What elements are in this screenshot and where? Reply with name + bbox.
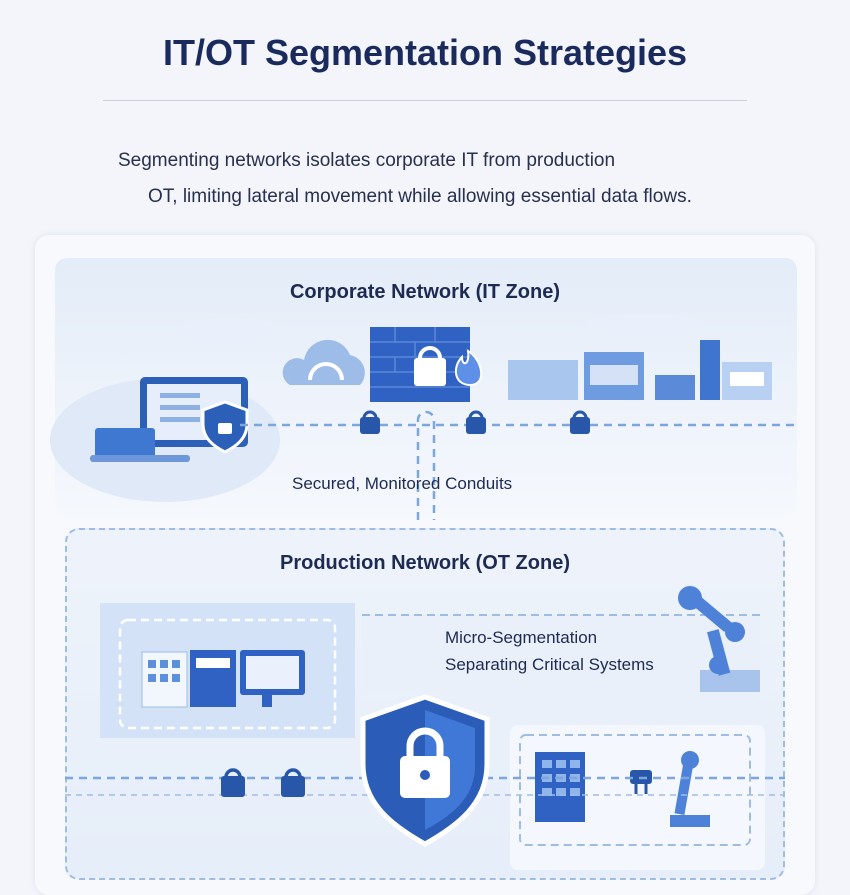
micro-segmentation-label: Micro-Segmentation xyxy=(445,628,598,647)
it-zone-title: Corporate Network (IT Zone) xyxy=(289,281,560,303)
conduit-locks xyxy=(360,410,590,434)
lock-icon xyxy=(221,768,245,797)
lock-icon xyxy=(360,410,380,434)
title-divider xyxy=(103,100,747,101)
page-title: IT/OT Segmentation Strategies xyxy=(162,32,688,73)
conduit-label: Secured, Monitored Conduits xyxy=(292,474,513,493)
subtitle-line-1: Segmenting networks isolates corporate I… xyxy=(118,150,616,171)
lock-icon xyxy=(570,410,590,434)
office-buildings-icon xyxy=(508,340,772,400)
robot-arm-icon-small xyxy=(670,751,710,827)
ot-locks xyxy=(221,768,305,797)
lock-icon xyxy=(466,410,486,434)
control-systems-icon xyxy=(141,650,305,708)
lock-icon xyxy=(281,768,305,797)
micro-segment-boundary xyxy=(519,734,751,846)
cloud-gauge-icon xyxy=(282,339,365,385)
micro-segment-boundary xyxy=(118,618,337,730)
micro-segmentation-sublabel: Separating Critical Systems xyxy=(445,655,654,674)
shield-icon-small xyxy=(201,400,249,454)
server-building-icon xyxy=(535,752,585,822)
ot-zone-title: Production Network (OT Zone) xyxy=(280,552,570,574)
central-shield-lock-icon xyxy=(360,694,490,847)
firewall-icon xyxy=(370,327,482,402)
subtitle-line-2: OT, limiting lateral movement while allo… xyxy=(148,186,692,207)
robot-arm-icon xyxy=(678,586,760,692)
